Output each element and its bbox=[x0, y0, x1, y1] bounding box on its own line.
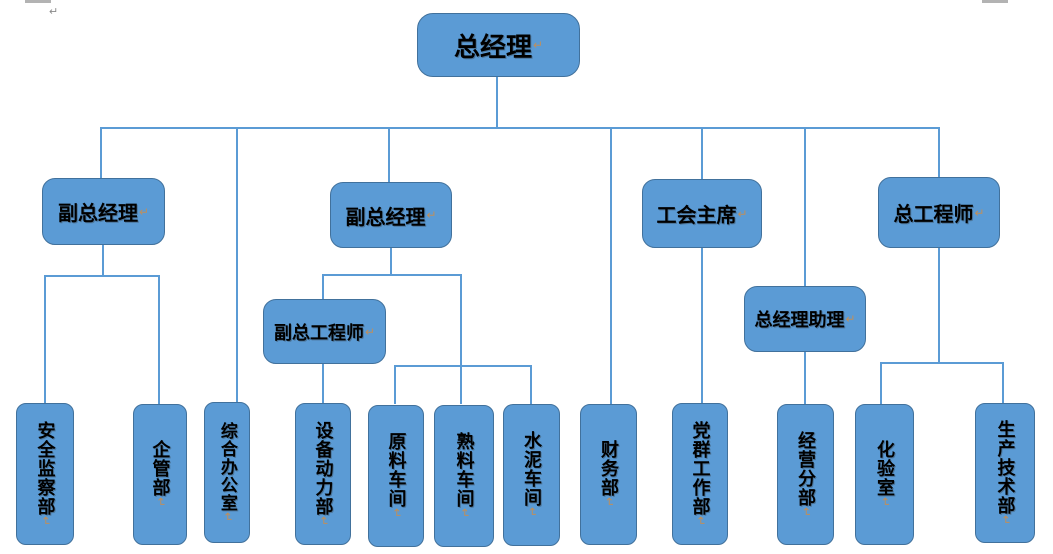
connector-deputy-gm-1-bar bbox=[44, 275, 160, 277]
connector-chief-engineer-bar bbox=[880, 362, 1004, 364]
paragraph-mark-icon: ↵ bbox=[974, 205, 985, 220]
paragraph-mark-icon: ↵ bbox=[426, 208, 437, 222]
org-node-label: 企管部 bbox=[150, 440, 171, 498]
connector-top-bar bbox=[100, 127, 940, 129]
paragraph-mark-icon: ↵ bbox=[153, 497, 168, 509]
org-node-general-manager[interactable]: 总经理↵ bbox=[417, 13, 580, 77]
paragraph-mark-icon: ↵ bbox=[49, 6, 59, 18]
connector-chief-engineer-stem bbox=[938, 247, 940, 363]
paragraph-mark-icon: ↵ bbox=[532, 38, 544, 52]
connector-drop-gm-assistant bbox=[804, 127, 806, 286]
paragraph-mark-icon: ↵ bbox=[602, 497, 617, 509]
org-node-business-division[interactable]: 经营分部↵ bbox=[777, 404, 834, 545]
org-node-clinker-workshop[interactable]: 熟料车间↵ bbox=[434, 405, 494, 547]
paragraph-mark-icon: ↵ bbox=[220, 511, 235, 524]
paragraph-mark-icon: ↵ bbox=[316, 515, 331, 528]
org-node-raw-material-workshop[interactable]: 原料车间↵ bbox=[368, 405, 424, 547]
org-node-label: 党群工作部 bbox=[690, 420, 711, 516]
paragraph-mark-icon: ↵ bbox=[389, 508, 404, 520]
org-node-label: 综合办公室 bbox=[217, 421, 237, 512]
connector-drop-enterprise bbox=[158, 275, 160, 404]
org-node-label: 原料车间 bbox=[386, 432, 407, 509]
connector-drop-production-tech bbox=[1002, 362, 1004, 404]
org-node-label: 水泥车间 bbox=[521, 431, 542, 508]
paragraph-mark-icon: ↵ bbox=[878, 497, 893, 509]
connector-drop-union-chairman bbox=[701, 127, 703, 179]
org-node-label: 财务部 bbox=[598, 440, 619, 498]
org-node-label: 安全监察部 bbox=[35, 420, 56, 516]
connector-drop-laboratory bbox=[880, 362, 882, 404]
connector-deputy-gm-1-stem bbox=[102, 245, 104, 276]
org-node-label: 副总经理 bbox=[57, 203, 138, 225]
page-margin-mark-left bbox=[25, 0, 51, 3]
connector-gm-assistant-stem bbox=[804, 351, 806, 404]
connector-union-stem bbox=[701, 247, 703, 404]
org-node-union-chairman[interactable]: 工会主席↵ bbox=[642, 179, 762, 248]
org-node-deputy-gm-2[interactable]: 副总经理↵ bbox=[330, 182, 452, 248]
connector-drop-raw-material bbox=[394, 365, 396, 404]
org-node-label: 熟料车间 bbox=[454, 432, 475, 509]
paragraph-mark-icon: ↵ bbox=[845, 312, 856, 326]
paragraph-mark-icon: ↵ bbox=[38, 515, 53, 528]
paragraph-mark-icon: ↵ bbox=[737, 206, 748, 221]
org-node-cement-workshop[interactable]: 水泥车间↵ bbox=[503, 404, 560, 546]
connector-gm-riser bbox=[496, 77, 498, 128]
org-node-chief-engineer[interactable]: 总工程师↵ bbox=[878, 177, 1000, 248]
org-node-deputy-gm-1[interactable]: 副总经理↵ bbox=[42, 178, 165, 245]
org-node-label: 总经理 bbox=[453, 31, 532, 62]
org-node-label: 工会主席 bbox=[656, 205, 737, 227]
paragraph-mark-icon: ↵ bbox=[525, 507, 540, 519]
org-node-enterprise-mgmt[interactable]: 企管部↵ bbox=[133, 404, 187, 545]
org-node-gm-assistant[interactable]: 总经理助理↵ bbox=[744, 286, 866, 352]
connector-deputy-gm-2-bar bbox=[322, 274, 462, 276]
connector-drop-cement bbox=[530, 365, 532, 404]
connector-drop-general-office bbox=[236, 127, 238, 404]
org-node-production-tech[interactable]: 生产技术部↵ bbox=[975, 403, 1035, 543]
paragraph-mark-icon: ↵ bbox=[364, 324, 376, 339]
connector-drop-clinker bbox=[460, 274, 462, 404]
connector-deputy-gm-2-stem bbox=[390, 248, 392, 275]
connector-deputy-chief-engineer-stem bbox=[322, 363, 324, 404]
connector-drop-chief-engineer bbox=[938, 127, 940, 177]
connector-drop-deputy-chief-engineer bbox=[322, 274, 324, 299]
connector-drop-deputy-gm-2 bbox=[388, 127, 390, 182]
paragraph-mark-icon: ↵ bbox=[457, 508, 472, 520]
page-margin-mark-right bbox=[982, 0, 1008, 3]
paragraph-mark-icon: ↵ bbox=[799, 506, 814, 519]
org-node-label: 副总经理 bbox=[345, 206, 426, 229]
org-node-general-office[interactable]: 综合办公室↵ bbox=[204, 402, 250, 543]
org-node-equipment-power[interactable]: 设备动力部↵ bbox=[295, 403, 351, 545]
paragraph-mark-icon: ↵ bbox=[138, 204, 150, 219]
org-node-label: 经营分部 bbox=[795, 430, 816, 507]
org-node-label: 总经理助理 bbox=[754, 310, 845, 330]
paragraph-mark-icon: ↵ bbox=[693, 515, 708, 528]
paragraph-mark-icon: ↵ bbox=[998, 514, 1013, 527]
org-node-party-mass-work[interactable]: 党群工作部↵ bbox=[672, 403, 728, 545]
connector-drop-deputy-gm-1 bbox=[100, 127, 102, 178]
org-node-laboratory[interactable]: 化验室↵ bbox=[855, 404, 914, 545]
org-node-safety-supervision[interactable]: 安全监察部↵ bbox=[16, 403, 74, 545]
org-node-deputy-chief-engineer[interactable]: 副总工程师↵ bbox=[263, 299, 386, 364]
connector-drop-safety bbox=[44, 275, 46, 404]
org-node-finance-dept[interactable]: 财务部↵ bbox=[580, 404, 637, 545]
org-node-label: 设备动力部 bbox=[313, 420, 334, 516]
org-node-label: 总工程师 bbox=[893, 204, 974, 226]
connector-workshops-bar bbox=[394, 365, 532, 367]
connector-drop-finance bbox=[610, 127, 612, 404]
org-node-label: 生产技术部 bbox=[995, 419, 1016, 515]
org-node-label: 副总工程师 bbox=[273, 322, 364, 343]
org-node-label: 化验室 bbox=[874, 440, 895, 498]
